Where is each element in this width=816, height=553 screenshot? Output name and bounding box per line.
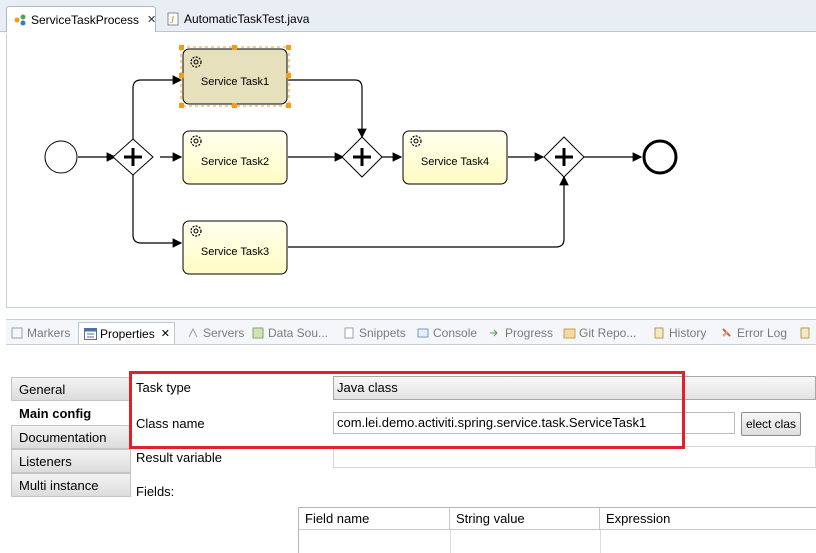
tab-snippets[interactable]: Snippets [342,322,406,344]
tab-markers[interactable]: Markers [10,322,70,344]
tab-git-repositories[interactable]: Git Repo... [562,322,636,344]
parallel-gateway-final[interactable] [543,136,585,178]
parallel-gateway-fork[interactable] [112,138,154,176]
java-file-icon: J [166,12,180,26]
progress-icon [488,326,502,340]
editor-tab-bar: ServiceTaskProcess ✕ J AutomaticTaskTest… [0,0,816,32]
side-tab-multi-instance[interactable]: Multi instance [11,473,131,497]
svg-text:J: J [170,15,175,25]
tab-label: Progress [505,326,554,340]
tab-label: Error Log [737,326,788,340]
tab-label: ServiceTaskProcess [31,12,140,27]
gear-icon [410,135,422,147]
view-menu-icon [798,326,812,340]
task-label: Service Task1 [201,76,269,88]
fields-table[interactable]: Field name String value Expression [298,507,816,553]
start-event[interactable] [44,140,78,174]
properties-icon [83,327,97,341]
process-diagram-canvas[interactable]: Service Task1 Service Task2 Service Task… [6,33,816,308]
tab-automatic-task-test[interactable]: J AutomaticTaskTest.java [160,6,315,32]
properties-side-tabs: General Main config Documentation Listen… [11,377,131,497]
tab-properties[interactable]: Properties ✕ [78,322,175,344]
tab-label: Properties [100,326,155,341]
tab-history[interactable]: History [652,322,706,344]
parallel-gateway-join[interactable] [341,136,383,178]
gear-icon [190,135,202,147]
class-name-label: Class name [136,416,205,431]
selection-handles[interactable] [179,45,291,108]
column-header-field-name[interactable]: Field name [299,508,450,530]
fields-label: Fields: [136,484,175,499]
select-class-button[interactable]: elect clas [741,412,801,436]
tab-data-source[interactable]: Data Sou... [251,322,328,344]
error-log-icon [720,326,734,340]
tab-label: Console [433,326,478,340]
tab-label: AutomaticTaskTest.java [184,12,310,26]
column-divider [600,530,601,553]
console-icon [416,326,430,340]
tab-label: Git Repo... [579,326,637,340]
tab-error-log[interactable]: Error Log [720,322,787,344]
service-task-3[interactable]: Service Task3 [182,220,288,275]
tab-servers[interactable]: Servers [186,322,244,344]
process-icon [13,13,27,27]
tab-progress[interactable]: Progress [488,322,553,344]
properties-panel: General Main config Documentation Listen… [6,346,816,553]
gear-icon [190,56,202,68]
task-label: Service Task3 [201,246,269,258]
views-tab-bar: Markers Properties ✕ Servers Data Sou...… [6,319,816,345]
markers-icon [10,326,24,340]
task-type-label: Task type [136,380,191,395]
close-icon[interactable]: ✕ [147,14,157,26]
tab-service-task-process[interactable]: ServiceTaskProcess ✕ [6,6,156,32]
tab-label: Servers [203,326,245,340]
side-tab-main-config[interactable]: Main config [11,401,131,425]
snippets-icon [342,326,356,340]
git-icon [562,326,576,340]
data-source-icon [251,326,265,340]
tab-label: History [669,326,707,340]
tab-console[interactable]: Console [416,322,477,344]
end-event[interactable] [642,139,678,175]
column-header-expression[interactable]: Expression [600,508,816,530]
column-header-string-value[interactable]: String value [450,508,600,530]
task-label: Service Task4 [421,156,489,168]
task-type-select[interactable]: Java class [333,376,816,400]
tab-overflow[interactable] [798,322,815,344]
side-tab-general[interactable]: General [11,377,131,401]
service-task-1[interactable]: Service Task1 [179,45,291,108]
tab-label: Snippets [359,326,406,340]
result-variable-label: Result variable [136,450,222,465]
sequence-flows [78,75,643,248]
side-tab-documentation[interactable]: Documentation [11,425,131,449]
side-tab-listeners[interactable]: Listeners [11,449,131,473]
history-icon [652,326,666,340]
result-variable-input[interactable] [333,446,816,468]
servers-icon [186,326,200,340]
tab-label: Markers [27,326,71,340]
tab-label: Data Sou... [268,326,329,340]
class-name-input[interactable]: com.lei.demo.activiti.spring.service.tas… [333,412,735,434]
column-divider [450,530,451,553]
close-icon[interactable]: ✕ [160,328,170,340]
service-task-4[interactable]: Service Task4 [402,130,508,185]
task-label: Service Task2 [201,156,269,168]
gear-icon [190,225,202,237]
service-task-2[interactable]: Service Task2 [182,130,288,185]
